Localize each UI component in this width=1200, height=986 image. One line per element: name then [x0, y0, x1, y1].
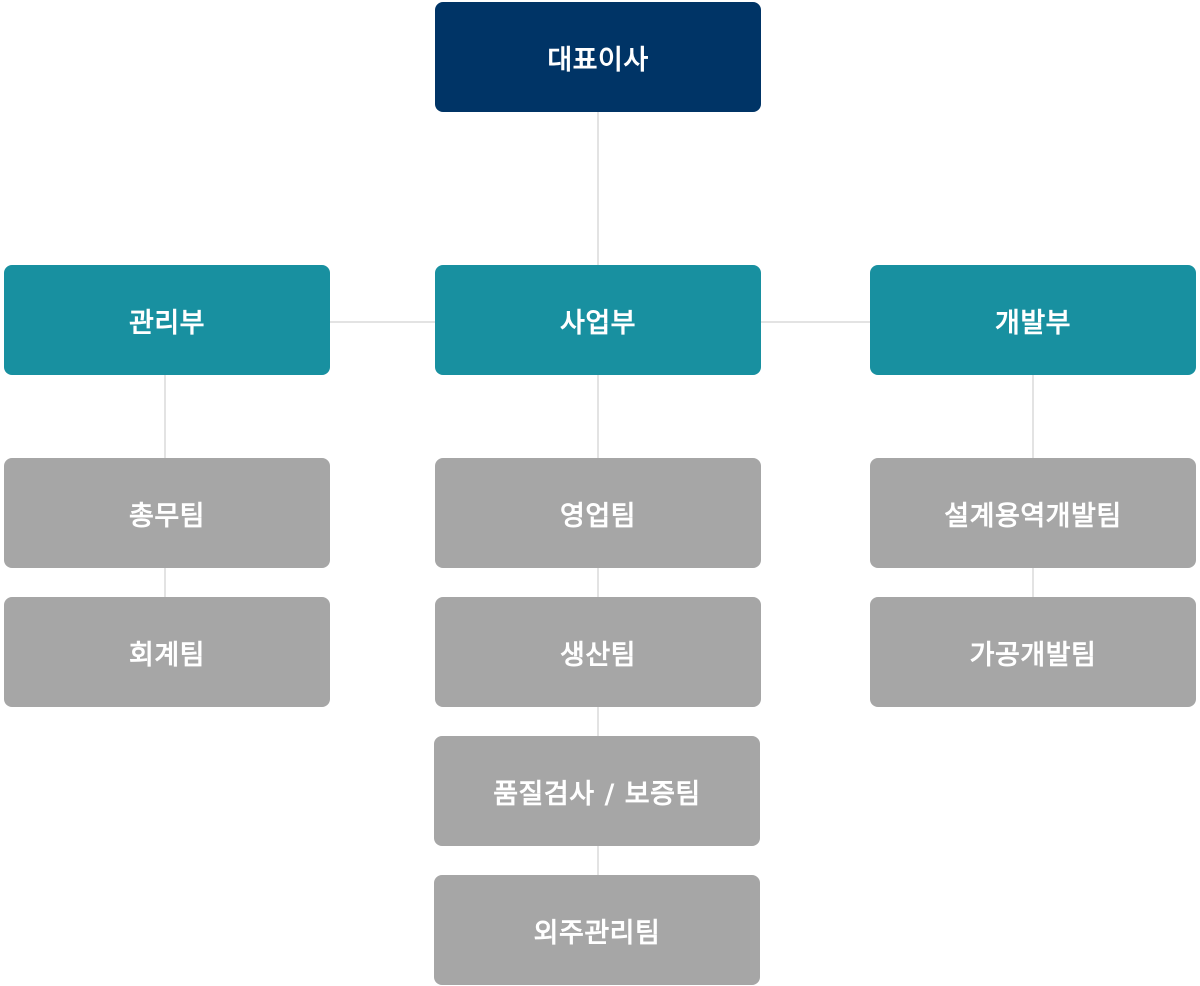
node-team-processing-dev: 가공개발팀	[870, 597, 1196, 707]
node-dept-dev: 개발부	[870, 265, 1196, 375]
node-team-label: 영업팀	[559, 500, 637, 532]
node-team-accounting: 회계팀	[4, 597, 330, 707]
node-dept-business: 사업부	[435, 265, 761, 375]
node-team-quality: 품질검사 / 보증팀	[434, 736, 760, 846]
node-team-label: 회계팀	[128, 639, 206, 671]
node-team-label: 외주관리팀	[533, 917, 661, 949]
node-dept-admin-label: 관리부	[128, 307, 206, 339]
node-team-outsourcing: 외주관리팀	[434, 875, 760, 985]
node-team-production: 생산팀	[435, 597, 761, 707]
node-team-label: 품질검사 / 보증팀	[493, 778, 701, 810]
node-dept-admin: 관리부	[4, 265, 330, 375]
node-team-label: 설계용역개발팀	[944, 500, 1122, 532]
node-team-general-affairs: 총무팀	[4, 458, 330, 568]
connector-ceo-to-business	[597, 112, 599, 266]
node-team-design-dev: 설계용역개발팀	[870, 458, 1196, 568]
node-dept-dev-label: 개발부	[994, 307, 1072, 339]
node-team-label: 총무팀	[128, 500, 206, 532]
node-team-label: 생산팀	[559, 639, 637, 671]
node-team-sales: 영업팀	[435, 458, 761, 568]
node-dept-business-label: 사업부	[559, 307, 637, 339]
node-ceo-label: 대표이사	[547, 44, 649, 76]
node-team-label: 가공개발팀	[969, 639, 1097, 671]
node-ceo: 대표이사	[435, 2, 761, 112]
